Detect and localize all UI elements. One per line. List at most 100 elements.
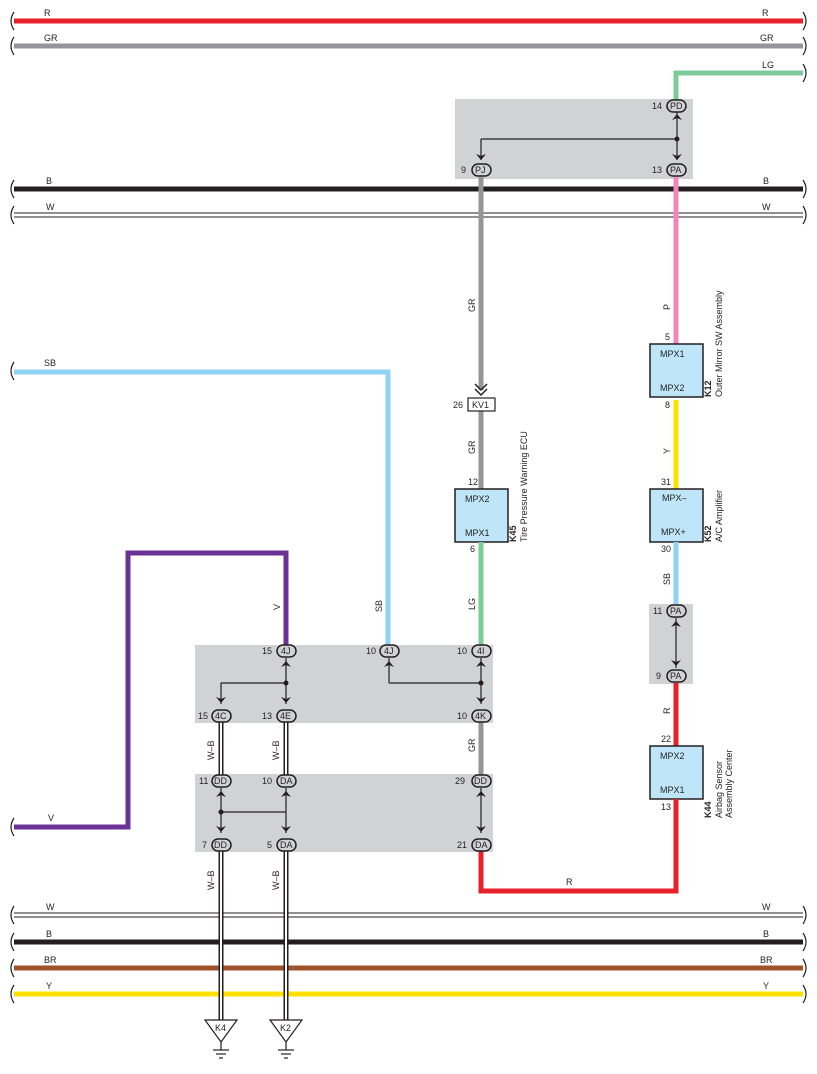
ground-k2-icon: K2: [268, 1019, 304, 1059]
label-w-bottom-left: W: [46, 902, 55, 912]
svg-text:14: 14: [652, 101, 662, 111]
svg-text:PA: PA: [670, 165, 681, 175]
svg-text:22: 22: [661, 734, 671, 744]
svg-text:MPX2: MPX2: [660, 751, 685, 761]
label-p: P: [662, 304, 672, 310]
label-r-bottom: R: [566, 877, 573, 887]
svg-text:A/C Amplifier: A/C Amplifier: [714, 490, 724, 542]
pin-dd-right: DD 29: [455, 774, 492, 788]
label-lg-top: LG: [762, 60, 774, 70]
svg-text:15: 15: [198, 711, 208, 721]
label-sb-vertical: SB: [374, 600, 384, 612]
junction-block-4: [195, 645, 493, 723]
svg-text:Airbag Sensor: Airbag Sensor: [714, 761, 724, 818]
svg-text:4C: 4C: [215, 711, 227, 721]
pin-da-bottom: DA 5: [267, 838, 297, 852]
label-br-right: BR: [760, 955, 773, 965]
svg-text:MPX–: MPX–: [662, 493, 687, 503]
svg-text:21: 21: [457, 840, 467, 850]
label-gr-below-kv1: GR: [467, 440, 477, 454]
label-b-top-left: B: [46, 176, 52, 186]
label-gr-left: GR: [44, 33, 58, 43]
ecu-k45: MPX2 MPX1 12 6 K45 Tire Pressure Warning…: [454, 431, 529, 554]
label-v-bottom-left: V: [48, 813, 54, 823]
svg-text:15: 15: [262, 646, 272, 656]
ground-k4-icon: K4: [203, 1019, 239, 1059]
svg-text:MPX1: MPX1: [465, 528, 490, 538]
label-b-top-right: B: [763, 176, 769, 186]
svg-text:5: 5: [267, 840, 272, 850]
svg-text:4K: 4K: [475, 711, 486, 721]
label-r-left: R: [44, 8, 51, 18]
label-gr-mid: GR: [467, 298, 477, 312]
pin-pa-right-bottom: PA 9: [656, 669, 687, 683]
label-wb-3: W–B: [206, 870, 216, 890]
svg-text:10: 10: [262, 776, 272, 786]
svg-text:11: 11: [199, 776, 208, 786]
svg-text:5: 5: [665, 332, 670, 342]
svg-text:MPX2: MPX2: [660, 383, 685, 393]
pin-da-right: DA 21: [457, 838, 492, 852]
wire-v: [14, 550, 289, 830]
junction-d-internal: [220, 788, 482, 833]
svg-text:8: 8: [665, 400, 670, 410]
pin-4k: 4K 10: [457, 709, 492, 723]
svg-text:MPX+: MPX+: [661, 527, 686, 537]
connector-kv1: KV1 26: [453, 383, 496, 412]
label-wb-1: W–B: [206, 740, 216, 760]
label-r-right: R: [762, 8, 769, 18]
svg-text:Outer Mirror SW Assembly: Outer Mirror SW Assembly: [714, 290, 724, 397]
svg-text:11: 11: [653, 606, 662, 616]
svg-text:Assembly Center: Assembly Center: [724, 749, 734, 818]
pin-pj: PJ 9: [461, 163, 492, 177]
pin-4e: 4E 13: [262, 709, 297, 723]
svg-text:9: 9: [656, 671, 661, 681]
pin-pa-right-top: PA 11: [653, 604, 687, 618]
svg-text:10: 10: [457, 711, 467, 721]
svg-text:K12: K12: [703, 380, 713, 397]
pin-4j-b: 4J 10: [366, 644, 400, 658]
svg-text:30: 30: [661, 544, 671, 554]
svg-text:DD: DD: [214, 840, 227, 850]
pin-4c: 4C 15: [198, 709, 232, 723]
label-y-right: Y: [763, 981, 769, 991]
svg-text:Tire Pressure Warning ECU: Tire Pressure Warning ECU: [519, 431, 529, 542]
wire-break-marks: [10, 11, 807, 1004]
label-wb-2: W–B: [271, 740, 281, 760]
wire-lg-top: [673, 70, 803, 101]
svg-text:29: 29: [455, 776, 465, 786]
ecu-k52: MPX– MPX+ 31 30 K52 A/C Amplifier: [649, 477, 724, 554]
label-v-vertical: V: [272, 604, 282, 610]
label-sb-right: SB: [662, 573, 672, 585]
pin-pd: PD 14: [652, 99, 687, 113]
svg-text:10: 10: [366, 646, 376, 656]
label-b-bottom-right: B: [763, 929, 769, 939]
ecu-k44: MPX2 MPX1 22 13 K44 Airbag Sensor Assemb…: [649, 734, 734, 818]
label-w-top-right: W: [762, 202, 771, 212]
svg-text:PJ: PJ: [475, 165, 486, 175]
svg-text:K2: K2: [280, 1023, 291, 1033]
label-y-mid: Y: [662, 448, 672, 454]
pin-dd-top: DD 11: [199, 774, 232, 788]
svg-text:K52: K52: [703, 525, 713, 542]
svg-text:K44: K44: [703, 801, 713, 818]
svg-text:4J: 4J: [384, 646, 394, 656]
label-b-bottom-left: B: [46, 929, 52, 939]
svg-text:PA: PA: [670, 606, 681, 616]
label-wb-4: W–B: [271, 870, 281, 890]
svg-text:MPX2: MPX2: [465, 494, 490, 504]
ecu-k12: MPX1 MPX2 5 8 K12 Outer Mirror SW Assemb…: [649, 290, 724, 410]
svg-text:10: 10: [457, 646, 467, 656]
svg-text:13: 13: [652, 165, 662, 175]
label-y-left: Y: [46, 981, 52, 991]
svg-text:KV1: KV1: [472, 400, 489, 410]
wire-r-bottom: [478, 803, 679, 894]
svg-text:DA: DA: [280, 840, 293, 850]
svg-text:26: 26: [453, 400, 463, 410]
wire-sb-left: [14, 369, 391, 646]
svg-text:4J: 4J: [281, 646, 291, 656]
pin-pa-top: PA 13: [652, 163, 687, 177]
label-gr-right: GR: [760, 33, 774, 43]
label-w-top-left: W: [46, 202, 55, 212]
